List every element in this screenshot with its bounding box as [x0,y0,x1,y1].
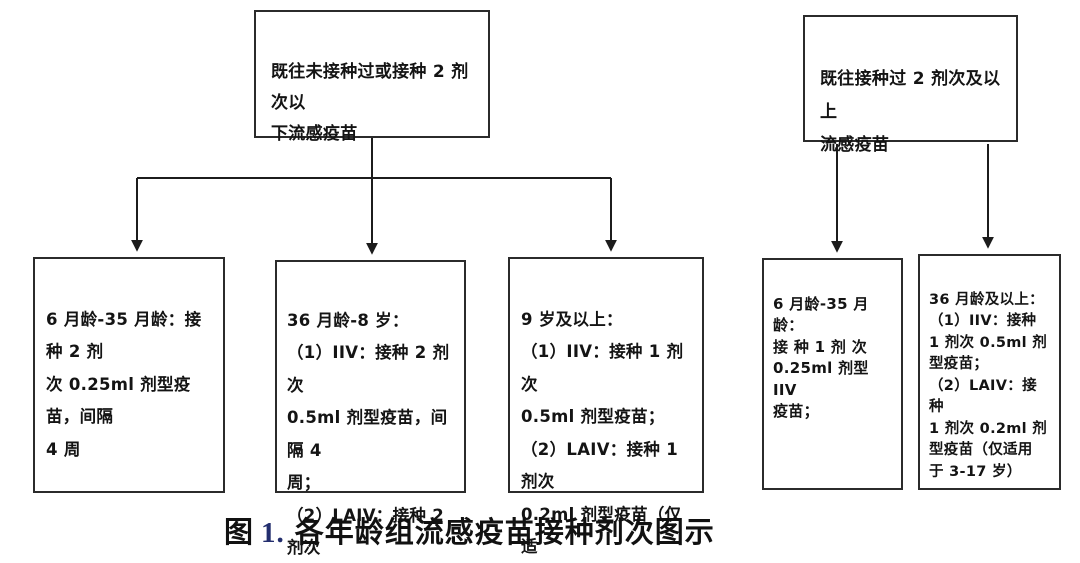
caption-figure-label: 图 [224,517,255,549]
flow-box-6-35-months-primed: 6 月龄-35 月龄： 接 种 1 剂 次 0.25ml 剂型 IIV 疫苗； [762,258,903,490]
box-text: 36 月龄及以上： （1）IIV：接种 1 剂次 0.5ml 剂 型疫苗； （2… [929,291,1048,480]
flow-box-6-35-months-naive: 6 月龄-35 月龄：接种 2 剂 次 0.25ml 剂型疫苗，间隔 4 周 [33,257,225,493]
box-text: 36 月龄-8 岁： （1）IIV：接种 2 剂次 0.5ml 剂型疫苗，间隔 … [287,310,450,558]
box-text: 6 月龄-35 月龄：接种 2 剂 次 0.25ml 剂型疫苗，间隔 4 周 [46,309,202,459]
box-text: 9 岁及以上： （1）IIV：接种 1 剂次 0.5ml 剂型疫苗； （2）LA… [521,309,684,557]
box-text: 既往接种过 2 剂次及以上 流感疫苗 [820,69,1001,155]
box-text: 6 月龄-35 月龄： 接 种 1 剂 次 0.25ml 剂型 IIV 疫苗； [773,294,869,421]
caption-title: 各年龄组流感疫苗接种剂次图示 [294,517,715,549]
flow-box-9-years-and-above-naive: 9 岁及以上： （1）IIV：接种 1 剂次 0.5ml 剂型疫苗； （2）LA… [508,257,704,556]
flow-box-36-months-and-above-primed: 36 月龄及以上： （1）IIV：接种 1 剂次 0.5ml 剂 型疫苗； （2… [918,254,1061,490]
flow-box-prior-2-or-more-doses: 既往接种过 2 剂次及以上 流感疫苗 [803,15,1018,155]
flow-box-no-prior-or-under-2-doses: 既往未接种过或接种 2 剂次以 下流感疫苗 [254,10,490,144]
box-text: 既往未接种过或接种 2 剂次以 下流感疫苗 [271,62,469,144]
flow-box-36-months-8-years-naive: 36 月龄-8 岁： （1）IIV：接种 2 剂次 0.5ml 剂型疫苗，间隔 … [275,260,466,557]
caption-figure-number: 1. [261,517,285,549]
